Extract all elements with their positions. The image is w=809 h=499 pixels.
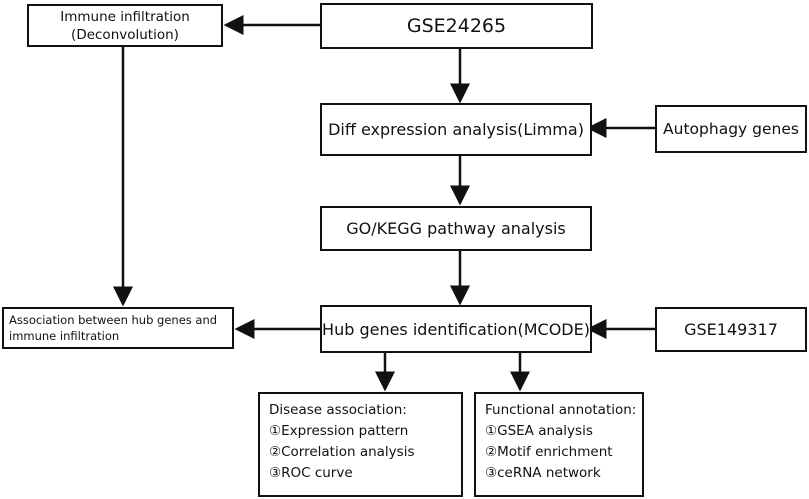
autophagy-genes-box: Autophagy genes [655,105,807,153]
disease-association-item: ③ROC curve [269,465,353,481]
immune-infiltration-line2: (Deconvolution) [71,26,179,43]
diff-expression-box: Diff expression analysis(Limma) [320,103,592,156]
functional-annotation-item: ①GSEA analysis [485,423,593,439]
gse149317-box: GSE149317 [655,307,807,352]
autophagy-genes-label: Autophagy genes [663,120,799,138]
go-kegg-label: GO/KEGG pathway analysis [346,219,566,238]
functional-annotation-item: ③ceRNA network [485,465,601,481]
hub-genes-label: Hub genes identification(MCODE) [322,319,590,339]
gse24265-box: GSE24265 [320,3,593,49]
immune-infiltration-line1: Immune infiltration [60,8,190,25]
functional-annotation-item: ②Motif enrichment [485,444,613,460]
go-kegg-box: GO/KEGG pathway analysis [320,206,592,251]
functional-annotation-box: Functional annotation: ①GSEA analysis ②M… [474,392,644,497]
hub-genes-box: Hub genes identification(MCODE) [320,305,592,353]
disease-association-title: Disease association: [269,402,407,418]
functional-annotation-title: Functional annotation: [485,402,637,418]
disease-association-item: ①Expression pattern [269,423,409,439]
disease-association-box: Disease association: ①Expression pattern… [258,392,463,497]
association-line1: Association between hub genes and [9,313,218,327]
diff-expression-label: Diff expression analysis(Limma) [328,120,584,139]
disease-association-item: ②Correlation analysis [269,444,415,460]
association-line2: immune infiltration [9,329,120,343]
immune-infiltration-box: Immune infiltration (Deconvolution) [27,4,223,47]
gse149317-label: GSE149317 [684,320,778,339]
association-box: Association between hub genes and immune… [2,307,234,349]
gse24265-label: GSE24265 [406,15,507,37]
